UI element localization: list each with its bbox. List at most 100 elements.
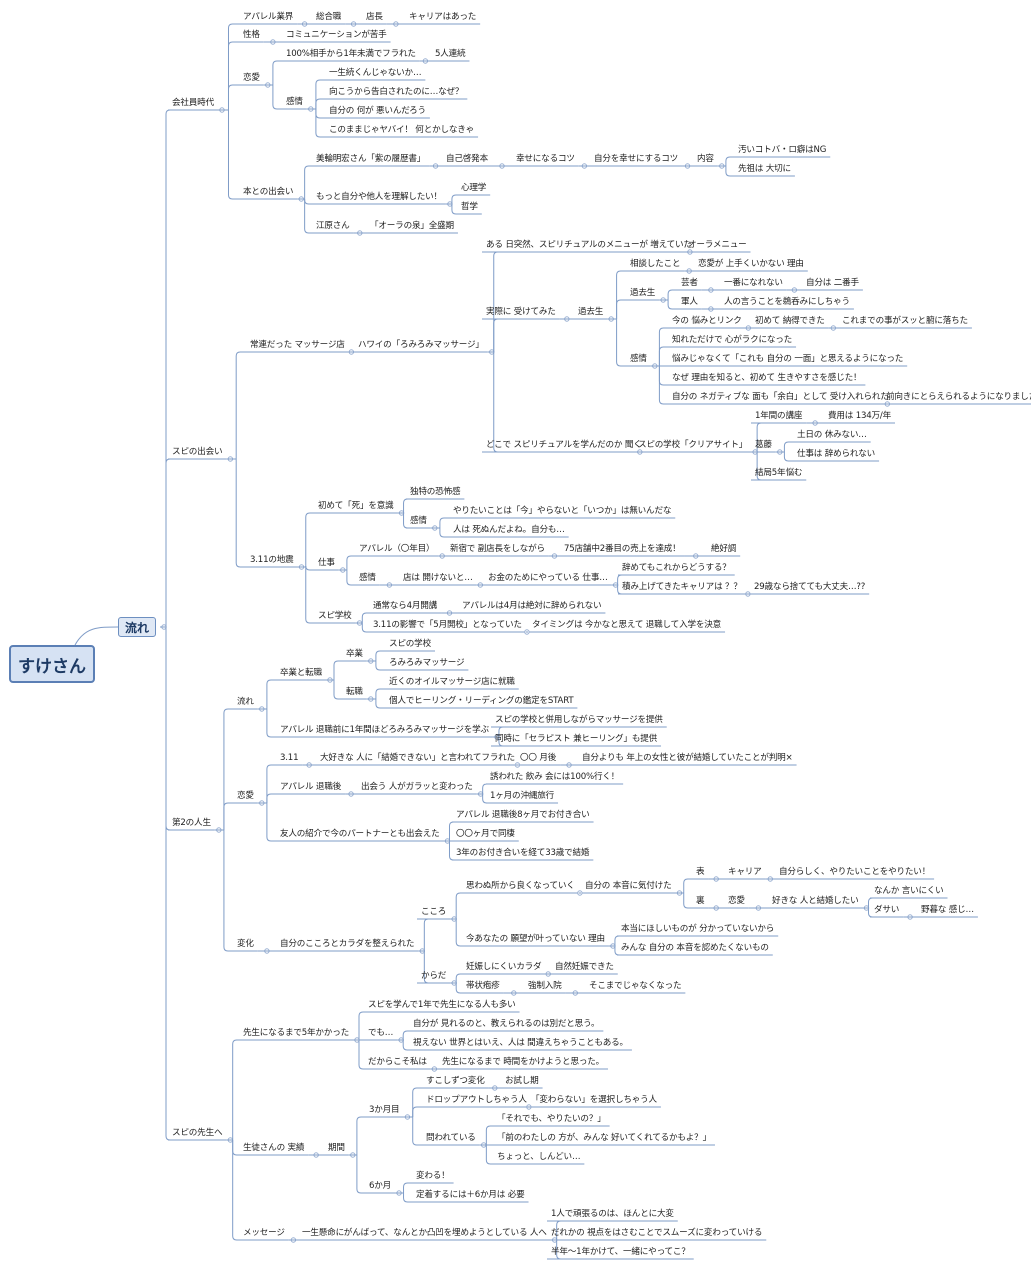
node-ima[interactable]: 今あなたの 願望が叶っていない 理由 xyxy=(466,934,605,944)
node-furareta[interactable]: 100%相手から1年未満でフラれた xyxy=(286,49,416,59)
node-karada[interactable]: からだ xyxy=(421,971,447,981)
node-demo[interactable]: でも… xyxy=(368,1028,394,1038)
node-kojin[interactable]: 個人でヒーリング・リーディングの鑑定をSTART xyxy=(389,696,574,706)
node-tetsu[interactable]: 哲学 xyxy=(461,202,478,212)
node-rokkagetsu[interactable]: 6か月 xyxy=(369,1181,392,1191)
node-mise[interactable]: 店は 開けないと… xyxy=(403,573,473,583)
node-supi-school[interactable]: スピの学校 xyxy=(389,639,431,649)
node-career2[interactable]: キャリア xyxy=(728,867,762,877)
node-renai3[interactable]: 恋愛 xyxy=(237,791,254,801)
node-kanjo3[interactable]: 感情 xyxy=(410,516,427,526)
node-dropout[interactable]: ドロップアウトしちゃう人 xyxy=(426,1095,527,1105)
topic-company-era[interactable]: 会社員時代 xyxy=(172,98,214,108)
node-jiko[interactable]: 自己啓発本 xyxy=(446,154,488,164)
topic-spi-meeting[interactable]: スピの出会い xyxy=(172,447,223,457)
node-ichiban[interactable]: 一番になれない xyxy=(724,278,783,288)
node-sasowareta[interactable]: 誘われた 飲み 会には100%行く！ xyxy=(490,772,620,782)
node-supigakko[interactable]: スピ学校 xyxy=(318,611,352,621)
node-naze[interactable]: なぜ 理由を知ると、初めて 生きやすさを感じた！ xyxy=(672,373,862,383)
node-motto[interactable]: もっと自分や他人を理解したい！ xyxy=(316,192,442,202)
node-hawaii[interactable]: ハワイの「ろみろみマッサージ」 xyxy=(358,340,484,350)
node-jishin[interactable]: 3.11の地震 xyxy=(250,555,294,565)
node-aura-izumi[interactable]: 「オーラの泉」全盛期 xyxy=(370,221,454,231)
node-timing[interactable]: タイミングは 今かなと思えて 退職して入学を決意 xyxy=(532,620,722,630)
node-shitta[interactable]: 知れただけで 心がラクになった xyxy=(672,335,793,345)
node-doji[interactable]: 同時に「セラピスト 兼ヒーリング」も提供 xyxy=(495,734,658,744)
node-shinjuku[interactable]: 新宿で 副店長をしながら xyxy=(450,544,545,554)
node-renzoku[interactable]: 5人連続 xyxy=(435,49,466,59)
node-nijuku[interactable]: 29歳なら捨てても大丈夫…?? xyxy=(754,582,866,592)
node-tencho[interactable]: 店長 xyxy=(366,12,383,22)
node-renai[interactable]: 恋愛 xyxy=(243,73,260,83)
node-mienai[interactable]: 視えない 世界とはいえ、人は 間違えちゃうこともある。 xyxy=(413,1038,628,1048)
node-nayamijanaku[interactable]: 悩みじゃなくて「これも 自分の 一面」と思えるようになった xyxy=(672,354,904,364)
node-sogo[interactable]: 総合職 xyxy=(316,12,342,22)
node-jibunrashiku[interactable]: 自分らしく、やりたいことをやりたい！ xyxy=(779,867,931,877)
node-jissai[interactable]: 実際に 受けてみた xyxy=(486,307,556,317)
node-comm[interactable]: コミュニケーションが苦手 xyxy=(286,30,387,40)
node-jibun2[interactable]: 自分は 二番手 xyxy=(806,278,859,288)
node-shiawase[interactable]: 幸せになるコツ xyxy=(516,154,575,164)
node-minna[interactable]: みんな 自分の 本音を認めたくないもの xyxy=(621,943,769,953)
node-nanka[interactable]: なんか 言いにくい xyxy=(874,886,944,896)
node-omowanu[interactable]: 思わぬ所から良くなっていく xyxy=(466,881,575,891)
node-uriage[interactable]: 75店舗中2番目の売上を達成！ xyxy=(564,544,681,554)
node-ehara[interactable]: 江原さん xyxy=(316,221,350,231)
node-yametemo[interactable]: 辞めてもこれからどうする？ xyxy=(622,563,731,573)
node-dakara[interactable]: だからこそ私は xyxy=(368,1057,427,1067)
node-auramenu[interactable]: オーラメニュー xyxy=(688,240,747,250)
node-henka[interactable]: 変化 xyxy=(237,939,254,949)
node-taijo[interactable]: 帯状疱疹 xyxy=(466,981,500,991)
node-kokoro[interactable]: こころ xyxy=(421,907,447,917)
node-taishokugo[interactable]: アパレル 退職後 xyxy=(280,782,342,792)
node-sotsugyo[interactable]: 卒業 xyxy=(346,649,363,659)
node-yabo[interactable]: 野暮な 感じ… xyxy=(921,905,974,915)
node-apparel[interactable]: アパレル業界 xyxy=(243,12,294,22)
node-dosei[interactable]: 〇〇ヶ月で同棲 xyxy=(456,829,515,839)
node-kanjo2[interactable]: 感情 xyxy=(630,354,647,364)
node-k2[interactable]: 向こうから告白されたのに…なぜ？ xyxy=(329,87,464,97)
node-zekkocho[interactable]: 絶好調 xyxy=(711,544,737,554)
node-renai4[interactable]: 恋愛 xyxy=(728,896,745,906)
node-sukoshi[interactable]: すこしずつ変化 xyxy=(426,1076,485,1086)
node-naiyo[interactable]: 内容 xyxy=(697,154,714,164)
node-soudan[interactable]: 相談したこと xyxy=(630,259,681,269)
node-kyofu[interactable]: 独特の恐怖感 xyxy=(410,487,461,497)
node-dareka[interactable]: だれかの 視点をはさむことでスムーズに変わっていける xyxy=(551,1228,763,1238)
node-okane[interactable]: お金のためにやっている 仕事… xyxy=(488,573,608,583)
node-n2[interactable]: 先祖は 大切に xyxy=(738,164,791,174)
node-hon[interactable]: 本との出会い xyxy=(243,187,294,197)
node-shigoto2[interactable]: 仕事 xyxy=(318,558,335,568)
node-kakose2[interactable]: 過去生 xyxy=(630,288,656,298)
node-hito[interactable]: 人の言うことを鵜呑みにしちゃう xyxy=(724,297,850,307)
node-yujin[interactable]: 友人の紹介で今のパートナーとも出会えた xyxy=(280,829,440,839)
node-maemuki[interactable]: 前向きにとらえられるようになりました xyxy=(886,392,1031,402)
node-aruhi[interactable]: ある 日突然、スピリチュアルのメニューが 増えていた xyxy=(486,240,692,250)
node-hitori[interactable]: 1人で頑張るのは、ほんとに大変 xyxy=(551,1209,674,1219)
node-hantoshi[interactable]: 半年〜1年かけて、一緒にやってこ？ xyxy=(551,1247,690,1257)
node-kyosei[interactable]: 強制入院 xyxy=(528,981,562,991)
node-jikan[interactable]: 先生になるまで 時間をかけようと思った。 xyxy=(442,1057,605,1067)
node-kakose[interactable]: 過去生 xyxy=(578,307,604,317)
node-seito[interactable]: 生徒さんの 実績 xyxy=(243,1143,305,1153)
node-mae[interactable]: 「前のわたしの 方が、みんな 好いてくれてるかもよ？」 xyxy=(497,1133,711,1143)
node-school[interactable]: スピの学校「クリアサイト」 xyxy=(638,440,748,450)
node-negative[interactable]: 自分の ネガティブな 面も「余白」として 受け入れられた xyxy=(672,392,889,402)
node-romiromi[interactable]: ろみろみマッサージ xyxy=(389,658,465,668)
node-ichinen[interactable]: 1年間の講座 xyxy=(755,411,803,421)
node-apa0[interactable]: アパレル（〇年目） xyxy=(359,544,435,554)
node-kanjo[interactable]: 感情 xyxy=(286,97,303,107)
node-kekkon[interactable]: 3年のお付き合いを経て33歳で結婚 xyxy=(456,848,590,858)
node-sukina[interactable]: 好きな 人と結婚したい xyxy=(772,896,859,906)
node-otameshi[interactable]: お試し期 xyxy=(505,1076,539,1086)
node-career[interactable]: キャリアはあった xyxy=(409,12,477,22)
node-sankagetsu[interactable]: 3か月目 xyxy=(369,1105,400,1115)
root-topic[interactable]: すけさん xyxy=(9,645,95,683)
node-r311[interactable]: 3.11 xyxy=(280,753,299,763)
main-topic-flow[interactable]: 流れ xyxy=(118,617,156,637)
node-kattou[interactable]: 葛藤 xyxy=(755,440,772,450)
node-towarete[interactable]: 問われている xyxy=(426,1133,476,1143)
node-k1[interactable]: 一生続くんじゃないか… xyxy=(329,68,422,78)
node-k4[interactable]: このままじゃヤバイ！ 何とかしなきゃ xyxy=(329,125,475,135)
node-shizen[interactable]: 自然妊娠できた xyxy=(555,962,614,972)
